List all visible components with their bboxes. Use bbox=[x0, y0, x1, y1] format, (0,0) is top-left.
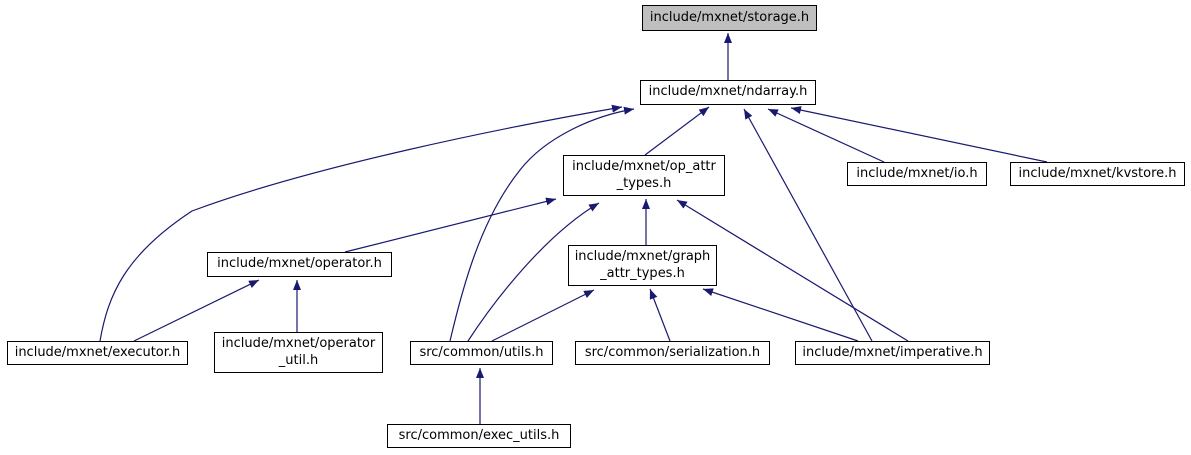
node-include-mxnet-op-attr-types-h[interactable]: include/mxnet/op_attr _types.h bbox=[563, 155, 725, 196]
node-include-mxnet-storage-h[interactable]: include/mxnet/storage.h bbox=[642, 5, 817, 31]
node-src-common-exec-utils-h[interactable]: src/common/exec_utils.h bbox=[387, 424, 571, 448]
node-include-mxnet-ndarray-h[interactable]: include/mxnet/ndarray.h bbox=[640, 80, 816, 105]
node-include-mxnet-operator-util-h[interactable]: include/mxnet/operator _util.h bbox=[214, 332, 383, 373]
edge-executor-to-ndarray bbox=[99, 104, 623, 342]
edge-kvstore-to-ndarray bbox=[790, 106, 1048, 163]
edge-op-attr-types-to-ndarray bbox=[644, 106, 710, 156]
node-include-mxnet-kvstore-h[interactable]: include/mxnet/kvstore.h bbox=[1010, 162, 1185, 186]
node-include-mxnet-executor-h[interactable]: include/mxnet/executor.h bbox=[7, 341, 188, 365]
edge-imperative-to-ndarray bbox=[743, 108, 873, 342]
node-include-mxnet-io-h[interactable]: include/mxnet/io.h bbox=[847, 162, 987, 186]
node-include-mxnet-imperative-h[interactable]: include/mxnet/imperative.h bbox=[795, 341, 990, 365]
edge-io-to-ndarray bbox=[767, 108, 885, 163]
edge-serialization-to-graph-attr-types bbox=[649, 288, 671, 342]
edge-imperative-to-graph-attr-types bbox=[702, 288, 859, 342]
node-include-mxnet-graph-attr-types-h[interactable]: include/mxnet/graph _attr_types.h bbox=[568, 245, 717, 286]
edge-operator-to-op-attr-types bbox=[344, 197, 557, 253]
node-include-mxnet-operator-h[interactable]: include/mxnet/operator.h bbox=[207, 252, 392, 277]
node-src-common-serialization-h[interactable]: src/common/serialization.h bbox=[575, 341, 770, 365]
edge-utils-to-ndarray bbox=[449, 106, 635, 342]
node-src-common-utils-h[interactable]: src/common/utils.h bbox=[410, 341, 553, 365]
edge-utils-to-graph-attr-types bbox=[491, 289, 595, 342]
